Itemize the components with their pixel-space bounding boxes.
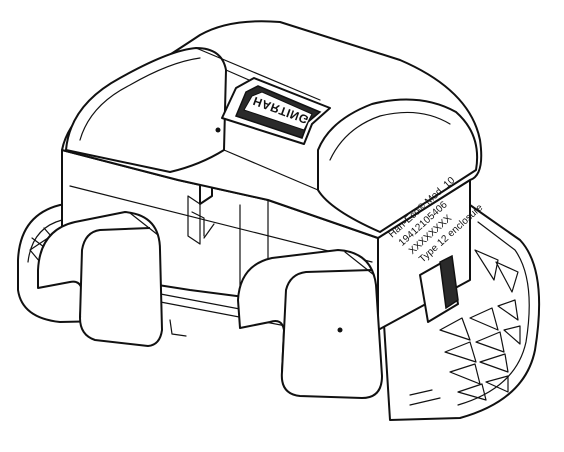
right-latch: [419, 254, 459, 323]
right-handle-loop: [237, 249, 383, 399]
screw-dot: [337, 327, 343, 333]
harting-logo-plate: HARTING: [215, 77, 331, 145]
base-foot: [169, 319, 187, 337]
logo-dot: [215, 127, 221, 133]
left-handle-loop: [37, 211, 163, 347]
